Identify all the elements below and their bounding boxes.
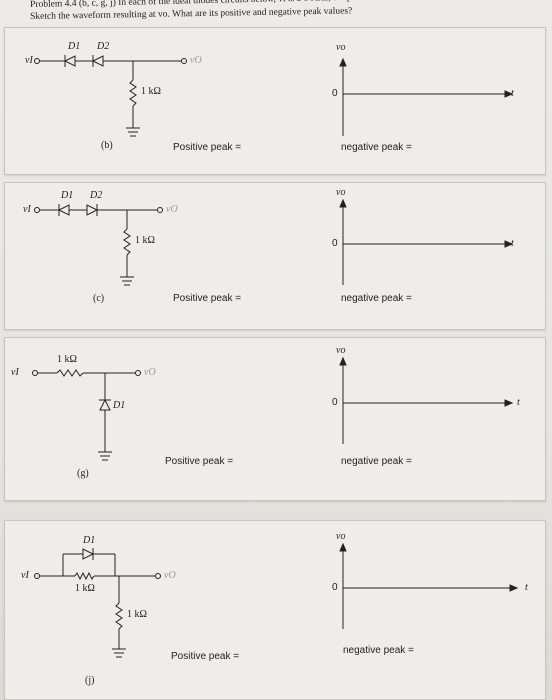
input-label: vI [21, 570, 29, 581]
circuit-g-diagram [32, 356, 514, 461]
diode-d1-label: D1 [68, 41, 81, 52]
circuit-caption: (j) [85, 675, 95, 686]
panel-b: vI vO D1 D2 1 kΩ (b) Positive peak = neg… [4, 27, 546, 175]
input-label: vI [23, 204, 31, 215]
diode-d2-label: D2 [90, 190, 103, 201]
resistor-label: 1 kΩ [57, 354, 77, 365]
output-label: vO [166, 204, 178, 215]
circuit-caption: (g) [77, 468, 89, 479]
circuit-caption: (c) [93, 293, 105, 304]
output-label: vO [144, 367, 156, 378]
vo-axis-label: vo [336, 42, 346, 53]
circuit-b-diagram [34, 55, 514, 137]
positive-peak-label: Positive peak = [173, 142, 242, 153]
output-label: vO [190, 55, 202, 66]
negative-peak-label: negative peak = [341, 142, 412, 153]
diode-d1-label: D1 [61, 190, 74, 201]
vo-axis-label: vo [336, 531, 346, 542]
output-label: vO [164, 570, 176, 581]
positive-peak-label: Positive peak = [171, 651, 240, 662]
origin-zero-label: 0 [332, 582, 338, 593]
panel-j: vI vO D1 1 kΩ 1 kΩ (j) Positive peak = n… [4, 520, 546, 700]
diode-d1-label: D1 [113, 400, 126, 411]
input-label: vI [11, 367, 19, 378]
t-axis-label: t [511, 88, 514, 99]
circuit-caption: (b) [101, 140, 113, 151]
circuit-c-diagram [34, 198, 514, 286]
origin-zero-label: 0 [332, 88, 338, 99]
origin-zero-label: 0 [332, 238, 338, 249]
positive-peak-label: Positive peak = [173, 293, 242, 304]
negative-peak-label: negative peak = [343, 645, 414, 656]
input-label: vI [25, 55, 33, 66]
panel-g: vI vO 1 kΩ D1 (g) Positive peak = negati… [4, 337, 546, 501]
resistor2-label: 1 kΩ [127, 609, 147, 620]
vo-axis-label: vo [336, 187, 346, 198]
negative-peak-label: negative peak = [341, 293, 412, 304]
diode-d2-label: D2 [97, 41, 110, 52]
resistor-label: 1 kΩ [135, 235, 155, 246]
negative-peak-label: negative peak = [341, 456, 412, 467]
t-axis-label: t [517, 397, 520, 408]
resistor-label: 1 kΩ [141, 86, 161, 97]
t-axis-label: t [511, 238, 514, 249]
vo-axis-label: vo [336, 345, 346, 356]
circuit-j-diagram [34, 542, 519, 658]
t-axis-label: t [525, 582, 528, 593]
diode-d1-label: D1 [83, 535, 96, 546]
panel-c: vI vO D1 D2 1 kΩ (c) Positive peak = neg… [4, 182, 546, 330]
problem-header: Problem 4.4 (b, c, g, j) In each of the … [30, 0, 550, 23]
positive-peak-label: Positive peak = [165, 456, 234, 467]
origin-zero-label: 0 [332, 397, 338, 408]
resistor-label: 1 kΩ [75, 583, 95, 594]
